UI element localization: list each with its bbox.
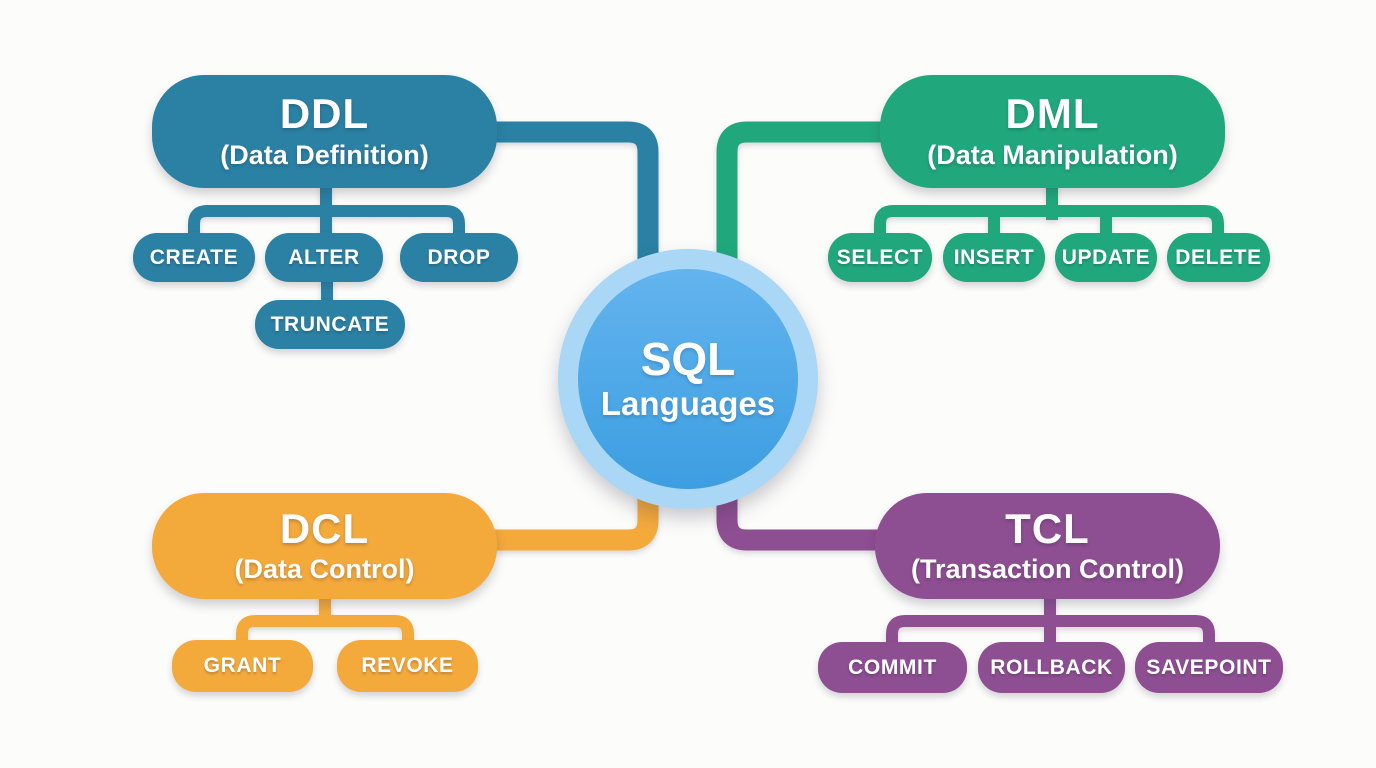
node-create: CREATE — [133, 233, 255, 282]
node-grant: GRANT — [172, 640, 313, 692]
dml-category-box: DML (Data Manipulation) — [880, 75, 1225, 188]
tcl-abbr-label: TCL — [1005, 504, 1090, 552]
center-subtitle: Languages — [600, 384, 776, 422]
tcl-category-box: TCL (Transaction Control) — [875, 493, 1220, 599]
center-node-ring: SQL Languages — [558, 249, 818, 509]
node-commit: COMMIT — [818, 642, 967, 693]
center-node: SQL Languages — [578, 269, 798, 489]
node-revoke: REVOKE — [337, 640, 478, 692]
dml-children-bar — [874, 205, 1224, 242]
node-insert: INSERT — [943, 233, 1045, 282]
ddl-category-box: DDL (Data Definition) — [152, 75, 497, 188]
node-truncate: TRUNCATE — [255, 300, 405, 349]
dcl-full-label: (Data Control) — [234, 554, 415, 585]
ddl-full-label: (Data Definition) — [220, 139, 429, 170]
ddl-abbr-label: DDL — [279, 90, 370, 138]
dcl-category-box: DCL (Data Control) — [152, 493, 497, 599]
dcl-abbr-label: DCL — [279, 504, 370, 552]
node-delete: DELETE — [1167, 233, 1270, 282]
dml-abbr-label: DML — [1005, 90, 1100, 138]
node-update: UPDATE — [1055, 233, 1157, 282]
node-select: SELECT — [828, 233, 932, 282]
tcl-children-bar — [886, 615, 1215, 650]
node-rollback: ROLLBACK — [978, 642, 1125, 693]
node-drop: DROP — [400, 233, 518, 282]
node-alter: ALTER — [265, 233, 383, 282]
ddl-to-center-connector — [480, 121, 659, 290]
tcl-to-center-connector — [716, 470, 895, 551]
dcl-to-center-connector — [480, 470, 659, 551]
dml-to-center-connector — [716, 121, 895, 290]
center-title: SQL — [640, 332, 736, 385]
dml-full-label: (Data Manipulation) — [927, 139, 1178, 170]
dcl-children-bar — [236, 615, 414, 648]
tcl-full-label: (Transaction Control) — [910, 554, 1184, 585]
node-savepoint: SAVEPOINT — [1135, 642, 1283, 693]
ddl-children-bar — [188, 205, 465, 242]
